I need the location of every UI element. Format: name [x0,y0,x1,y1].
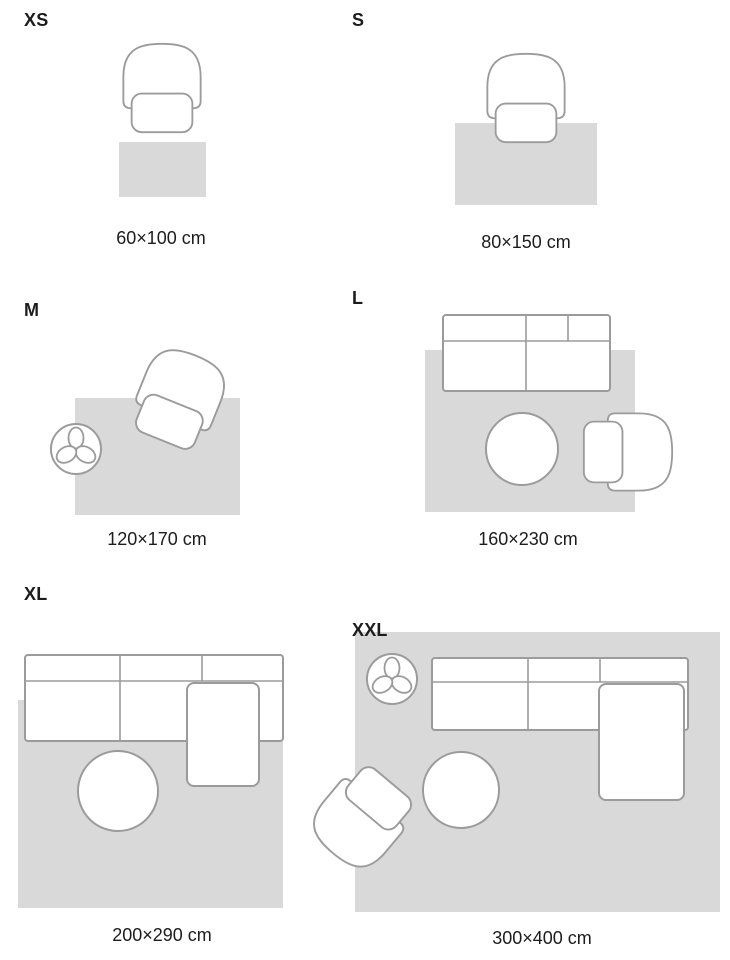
size-label-s: S [352,10,365,30]
s-scene [455,52,597,205]
dimensions-xl: 200×290 cm [112,925,212,945]
size-label-m: M [24,300,40,320]
m-scene [50,339,240,515]
s-armchair-icon [486,52,566,144]
dimensions-xxl: 300×400 cm [492,928,592,948]
xl-sectional-sofa-icon [24,654,284,787]
xxl-plant-icon [366,653,418,705]
xs-armchair-icon [122,42,202,134]
xxl-coffee-table-icon [422,751,500,829]
xl-scene [18,654,284,908]
xs-rug-shape [119,142,206,197]
size-label-xs: XS [24,10,49,30]
xxl-sectional-sofa-icon [431,657,689,801]
dimensions-xs: 60×100 cm [116,228,206,248]
xl-coffee-table-icon [77,750,159,832]
xs-scene [119,42,206,197]
size-label-l: L [352,288,364,308]
m-plant-icon [50,423,102,475]
size-label-xl: XL [24,584,48,604]
l-armchair-icon [582,412,674,492]
l-scene [425,314,674,512]
dimensions-s: 80×150 cm [481,232,571,252]
xxl-scene [301,632,720,912]
size-label-xxl: XXL [352,620,388,640]
dimensions-m: 120×170 cm [107,529,207,549]
dimensions-l: 160×230 cm [478,529,578,549]
l-sofa-icon [442,314,611,392]
l-coffee-table-icon [485,412,559,486]
